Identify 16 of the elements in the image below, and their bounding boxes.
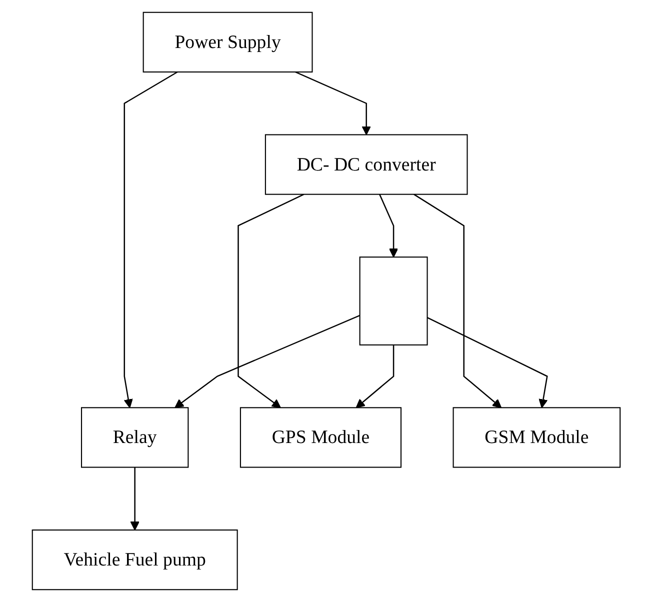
- node-box: Vehicle Fuel pump: [32, 530, 238, 590]
- arrow: [295, 71, 372, 136]
- node-box: [360, 256, 428, 346]
- arrow: [356, 344, 394, 408]
- arrow: [124, 71, 178, 408]
- arrow: [174, 314, 360, 408]
- node-box: GPS Module: [240, 407, 402, 468]
- arrow: [238, 194, 304, 408]
- node-box: Relay: [81, 407, 189, 468]
- arrow: [414, 194, 502, 408]
- arrow: [379, 194, 398, 258]
- node-box: DC- DC converter: [265, 134, 468, 195]
- arrow: [130, 467, 140, 530]
- node-box: GSM Module: [453, 407, 621, 468]
- arrow: [427, 316, 548, 408]
- node-box: Power Supply: [143, 12, 314, 72]
